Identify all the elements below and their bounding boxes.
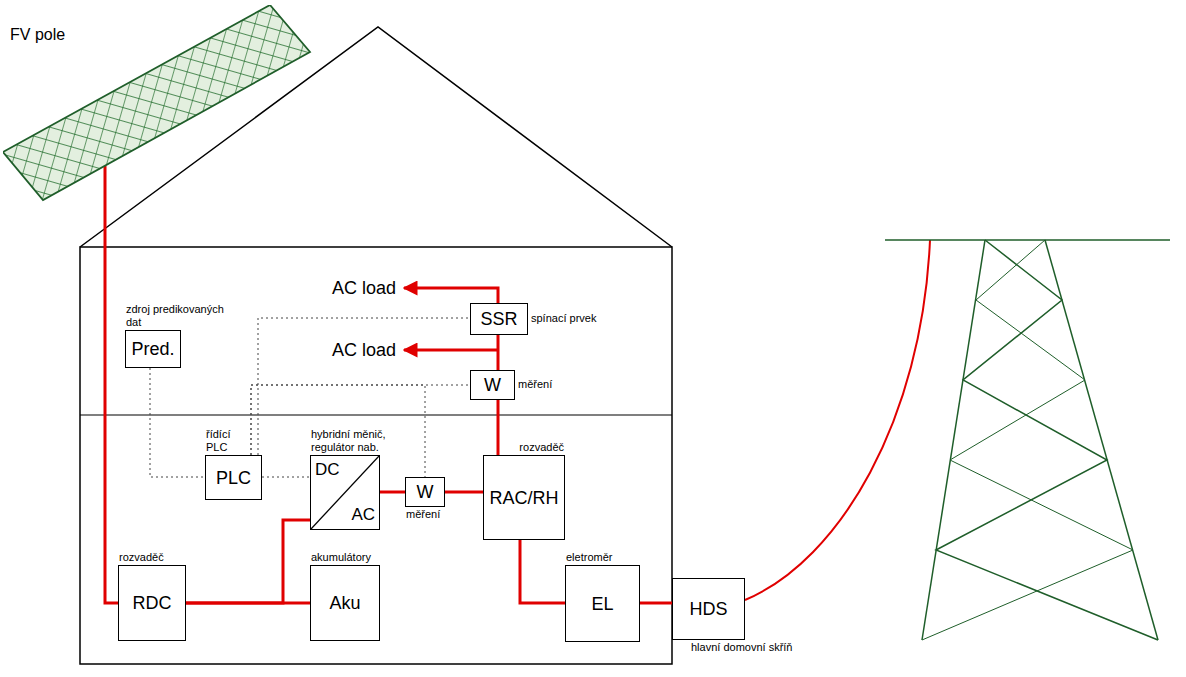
caption-text: hybridní měnič, regulátor nab. bbox=[311, 428, 411, 454]
diagonal-line bbox=[311, 456, 379, 529]
load-arrow bbox=[404, 349, 498, 352]
grid-wire bbox=[745, 240, 930, 600]
box-label: SSR bbox=[480, 310, 517, 328]
power-line bbox=[380, 491, 405, 494]
control-line bbox=[150, 368, 205, 477]
pv-array: FV pole bbox=[3, 5, 313, 205]
caption-text: měření bbox=[406, 508, 440, 521]
power-line bbox=[445, 491, 483, 494]
power-line bbox=[105, 166, 118, 603]
box-label: W bbox=[417, 483, 434, 501]
meter-box: Wměření bbox=[405, 477, 445, 507]
control-line bbox=[262, 477, 310, 478]
caption-text: řídící PLC bbox=[206, 428, 246, 454]
inverter-box: hybridní měnič, regulátor nab.DCAC bbox=[310, 455, 380, 530]
power-line bbox=[497, 335, 500, 370]
load-label: AC load bbox=[332, 279, 396, 297]
box-label: RDC bbox=[133, 594, 172, 612]
pv-panel bbox=[3, 5, 310, 200]
pylon-crossbar bbox=[885, 239, 1170, 241]
power-line bbox=[186, 520, 310, 603]
box-label: W bbox=[484, 376, 501, 394]
power-line bbox=[640, 602, 672, 605]
box-label: HDS bbox=[689, 600, 727, 618]
load-arrow bbox=[404, 288, 498, 303]
caption-text: DC bbox=[315, 460, 340, 480]
battery-box: akumulátoryAku bbox=[310, 565, 380, 641]
floor-line bbox=[80, 414, 672, 415]
pylon-bracing bbox=[922, 240, 1133, 640]
house-walls bbox=[80, 247, 672, 664]
power-line bbox=[497, 400, 500, 455]
caption-text: FV pole bbox=[10, 25, 65, 44]
main-box: HDShlavní domovní skříň bbox=[672, 578, 745, 640]
ac-switchboard-box: rozvaděčRAC/RH bbox=[483, 455, 565, 540]
box-label: RAC/RH bbox=[489, 489, 558, 507]
power-line bbox=[520, 540, 565, 603]
caption-text: AC bbox=[351, 505, 375, 525]
caption-text: spínací prvek bbox=[531, 312, 596, 325]
caption-text: eletroměr bbox=[566, 551, 612, 564]
caption-text: rozvaděč bbox=[519, 441, 564, 454]
ssr-box: SSRspínací prvek bbox=[470, 303, 528, 335]
box-label: PLC bbox=[216, 469, 251, 487]
box-label: Pred. bbox=[131, 340, 174, 358]
caption-text: hlavní domovní skříň bbox=[691, 641, 793, 654]
pylon-bracing bbox=[936, 240, 1158, 640]
power-line bbox=[186, 602, 310, 605]
plc-box: řídící PLCPLC bbox=[205, 455, 262, 500]
dc-switchboard-box: rozvaděčRDC bbox=[118, 565, 186, 641]
data-source-box: zdroj predikovaných datPred. bbox=[125, 330, 181, 368]
electricity-meter-box: eletroměrEL bbox=[565, 565, 640, 642]
box-label: Aku bbox=[329, 594, 360, 612]
load-label: AC load bbox=[332, 341, 396, 359]
control-line bbox=[251, 385, 470, 455]
caption-text: akumulátory bbox=[311, 551, 371, 564]
box-label: EL bbox=[591, 595, 613, 613]
control-line bbox=[258, 318, 470, 455]
caption-text: rozvaděč bbox=[119, 551, 164, 564]
caption-text: zdroj predikovaných dat bbox=[126, 303, 238, 329]
caption-text: měření bbox=[518, 378, 552, 391]
meter-box: Wměření bbox=[470, 370, 515, 400]
